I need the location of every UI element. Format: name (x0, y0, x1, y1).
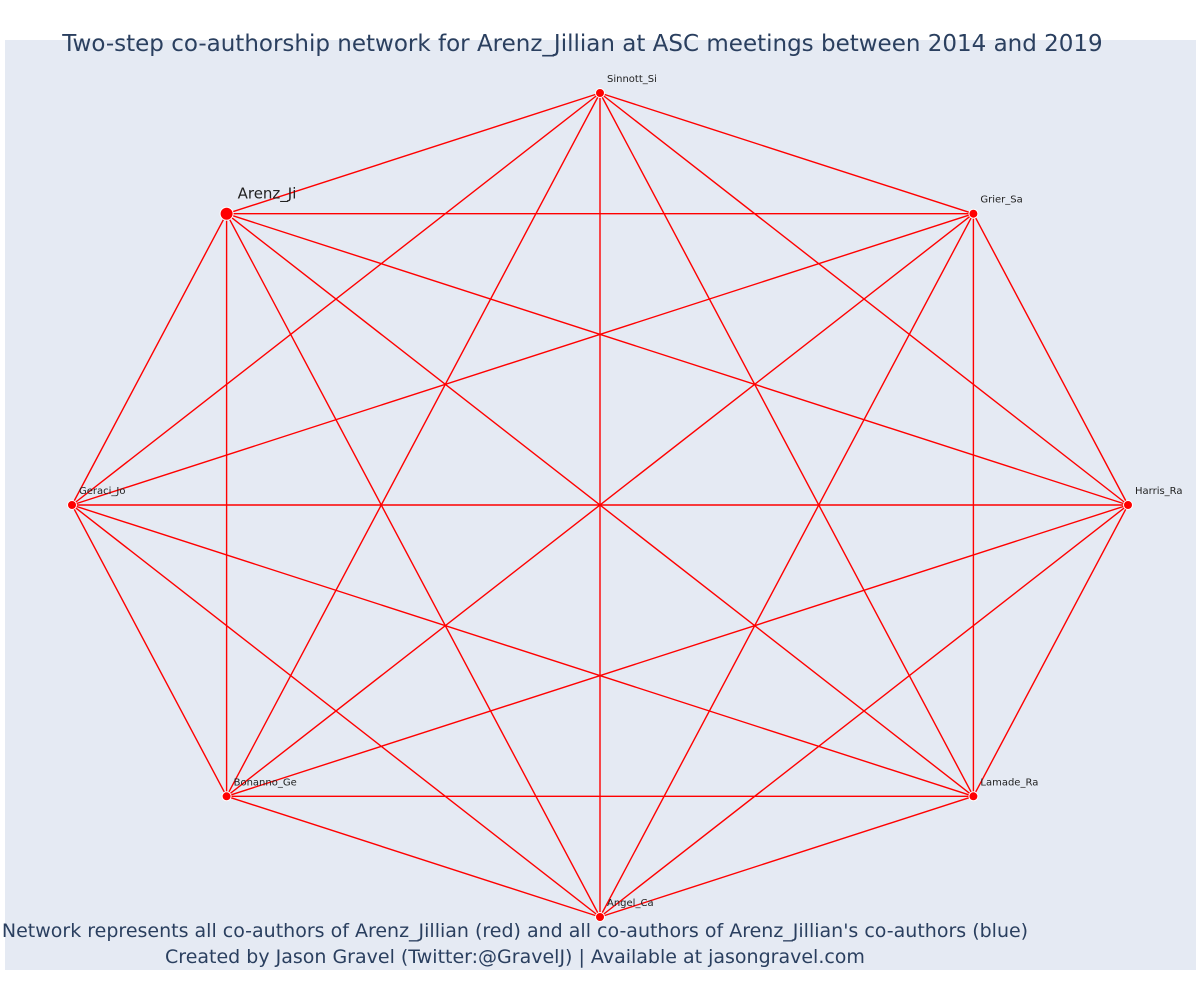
node-label-Sinnott_Si: Sinnott_Si (607, 74, 657, 85)
node-Angel_Ca[interactable] (595, 912, 605, 922)
edges-layer (71, 92, 1129, 918)
nodes-layer (67, 88, 1133, 922)
edge-Lamade_Ra-Geraci_Jo (71, 504, 974, 797)
edge-Geraci_Jo-Arenz_Ji (71, 213, 228, 506)
labels-layer: Sinnott_SiGrier_SaHarris_RaLamade_RaAnge… (79, 74, 1183, 909)
edge-Lamade_Ra-Angel_Ca (599, 795, 974, 918)
node-label-Grier_Sa: Grier_Sa (980, 195, 1022, 206)
footer-line-1: Network represents all co-authors of Are… (1, 920, 1029, 942)
edge-Grier_Sa-Harris_Ra (972, 213, 1129, 506)
node-label-Arenz_Ji: Arenz_Ji (238, 185, 297, 204)
edge-Sinnott_Si-Grier_Sa (599, 92, 974, 215)
node-label-Bonanno_Ge: Bonanno_Ge (234, 777, 297, 788)
edge-Sinnott_Si-Arenz_Ji (226, 92, 601, 215)
node-Geraci_Jo[interactable] (67, 500, 77, 510)
diagram-title: Two-step co-authorship network for Arenz… (62, 31, 1103, 57)
edge-Harris_Ra-Bonanno_Ge (226, 504, 1129, 797)
footer-caption: Network represents all co-authors of Are… (0, 918, 1030, 970)
node-Sinnott_Si[interactable] (595, 88, 605, 98)
node-label-Harris_Ra: Harris_Ra (1135, 486, 1183, 497)
edge-Bonanno_Ge-Geraci_Jo (71, 504, 228, 797)
node-Grier_Sa[interactable] (968, 208, 979, 219)
node-Lamade_Ra[interactable] (968, 791, 979, 802)
edge-Angel_Ca-Geraci_Jo (71, 504, 601, 918)
edge-Harris_Ra-Arenz_Ji (226, 213, 1129, 506)
node-label-Lamade_Ra: Lamade_Ra (980, 777, 1038, 788)
node-Arenz_Ji[interactable] (219, 206, 234, 221)
node-label-Geraci_Jo: Geraci_Jo (79, 486, 125, 497)
edge-Grier_Sa-Angel_Ca (599, 213, 975, 918)
node-label-Angel_Ca: Angel_Ca (607, 898, 654, 909)
edge-Sinnott_Si-Lamade_Ra (599, 92, 975, 797)
footer-line-2: Created by Jason Gravel (Twitter:@Gravel… (165, 946, 865, 968)
node-Harris_Ra[interactable] (1123, 500, 1133, 510)
edge-Harris_Ra-Lamade_Ra (972, 504, 1129, 797)
edge-Lamade_Ra-Arenz_Ji (226, 213, 974, 797)
edge-Angel_Ca-Arenz_Ji (225, 213, 601, 918)
edge-Sinnott_Si-Bonanno_Ge (225, 92, 601, 797)
node-Bonanno_Ge[interactable] (221, 791, 232, 802)
edge-Grier_Sa-Geraci_Jo (71, 213, 974, 506)
edge-Angel_Ca-Bonanno_Ge (226, 795, 601, 918)
